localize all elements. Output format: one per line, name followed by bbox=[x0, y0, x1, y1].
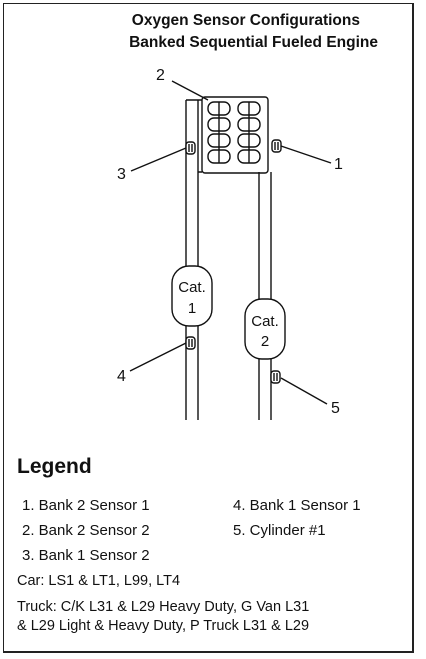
leader-1 bbox=[280, 145, 332, 164]
legend-item-3: 3. Bank 1 Sensor 2 bbox=[22, 547, 150, 564]
cat1-number: 1 bbox=[188, 300, 196, 317]
callout-4: 3 bbox=[117, 166, 126, 183]
leader-5 bbox=[171, 80, 209, 101]
leader-2 bbox=[280, 377, 328, 405]
leader-3 bbox=[129, 342, 187, 372]
legend-car-models: Car: LS1 & LT1, L99, LT4 bbox=[17, 573, 181, 589]
legend-heading: Legend bbox=[17, 455, 92, 478]
leader-4 bbox=[130, 147, 187, 172]
sensor-4 bbox=[185, 141, 196, 155]
diagram-title-line1: Oxygen Sensor Configurations bbox=[131, 12, 360, 29]
legend-item-4: 4. Bank 1 Sensor 1 bbox=[233, 497, 361, 514]
legend-item-1: 1. Bank 2 Sensor 1 bbox=[22, 497, 150, 514]
diagram-title-line2: Banked Sequential Fueled Engine bbox=[129, 34, 378, 51]
sensor-2 bbox=[270, 370, 281, 384]
legend-item-5: 5. Cylinder #1 bbox=[233, 522, 326, 539]
catalytic-converter-2 bbox=[244, 298, 286, 360]
callout-2: 5 bbox=[331, 400, 340, 417]
figure-frame bbox=[3, 3, 414, 653]
engine-block bbox=[201, 96, 269, 174]
sensor-1 bbox=[271, 139, 282, 153]
catalytic-converter-1 bbox=[171, 265, 213, 327]
exhaust-pipe-bank2 bbox=[258, 172, 272, 420]
legend-truck-models-line1: Truck: C/K L31 & L29 Heavy Duty, G Van L… bbox=[17, 599, 310, 615]
legend-item-2: 2. Bank 2 Sensor 2 bbox=[22, 522, 150, 539]
sensor-3 bbox=[185, 336, 196, 350]
callout-5: 2 bbox=[156, 67, 165, 84]
cat2-number: 2 bbox=[261, 333, 269, 350]
callout-3: 4 bbox=[117, 368, 126, 385]
callout-1: 1 bbox=[334, 156, 343, 173]
cat1-label: Cat. bbox=[178, 279, 206, 296]
oxygen-sensor-diagram: 2 3 1 4 5 Cat. 1 Cat. 2 bbox=[117, 67, 343, 420]
legend-truck-models-line2: & L29 Light & Heavy Duty, P Truck L31 & … bbox=[17, 618, 310, 634]
cat2-label: Cat. bbox=[251, 313, 279, 330]
